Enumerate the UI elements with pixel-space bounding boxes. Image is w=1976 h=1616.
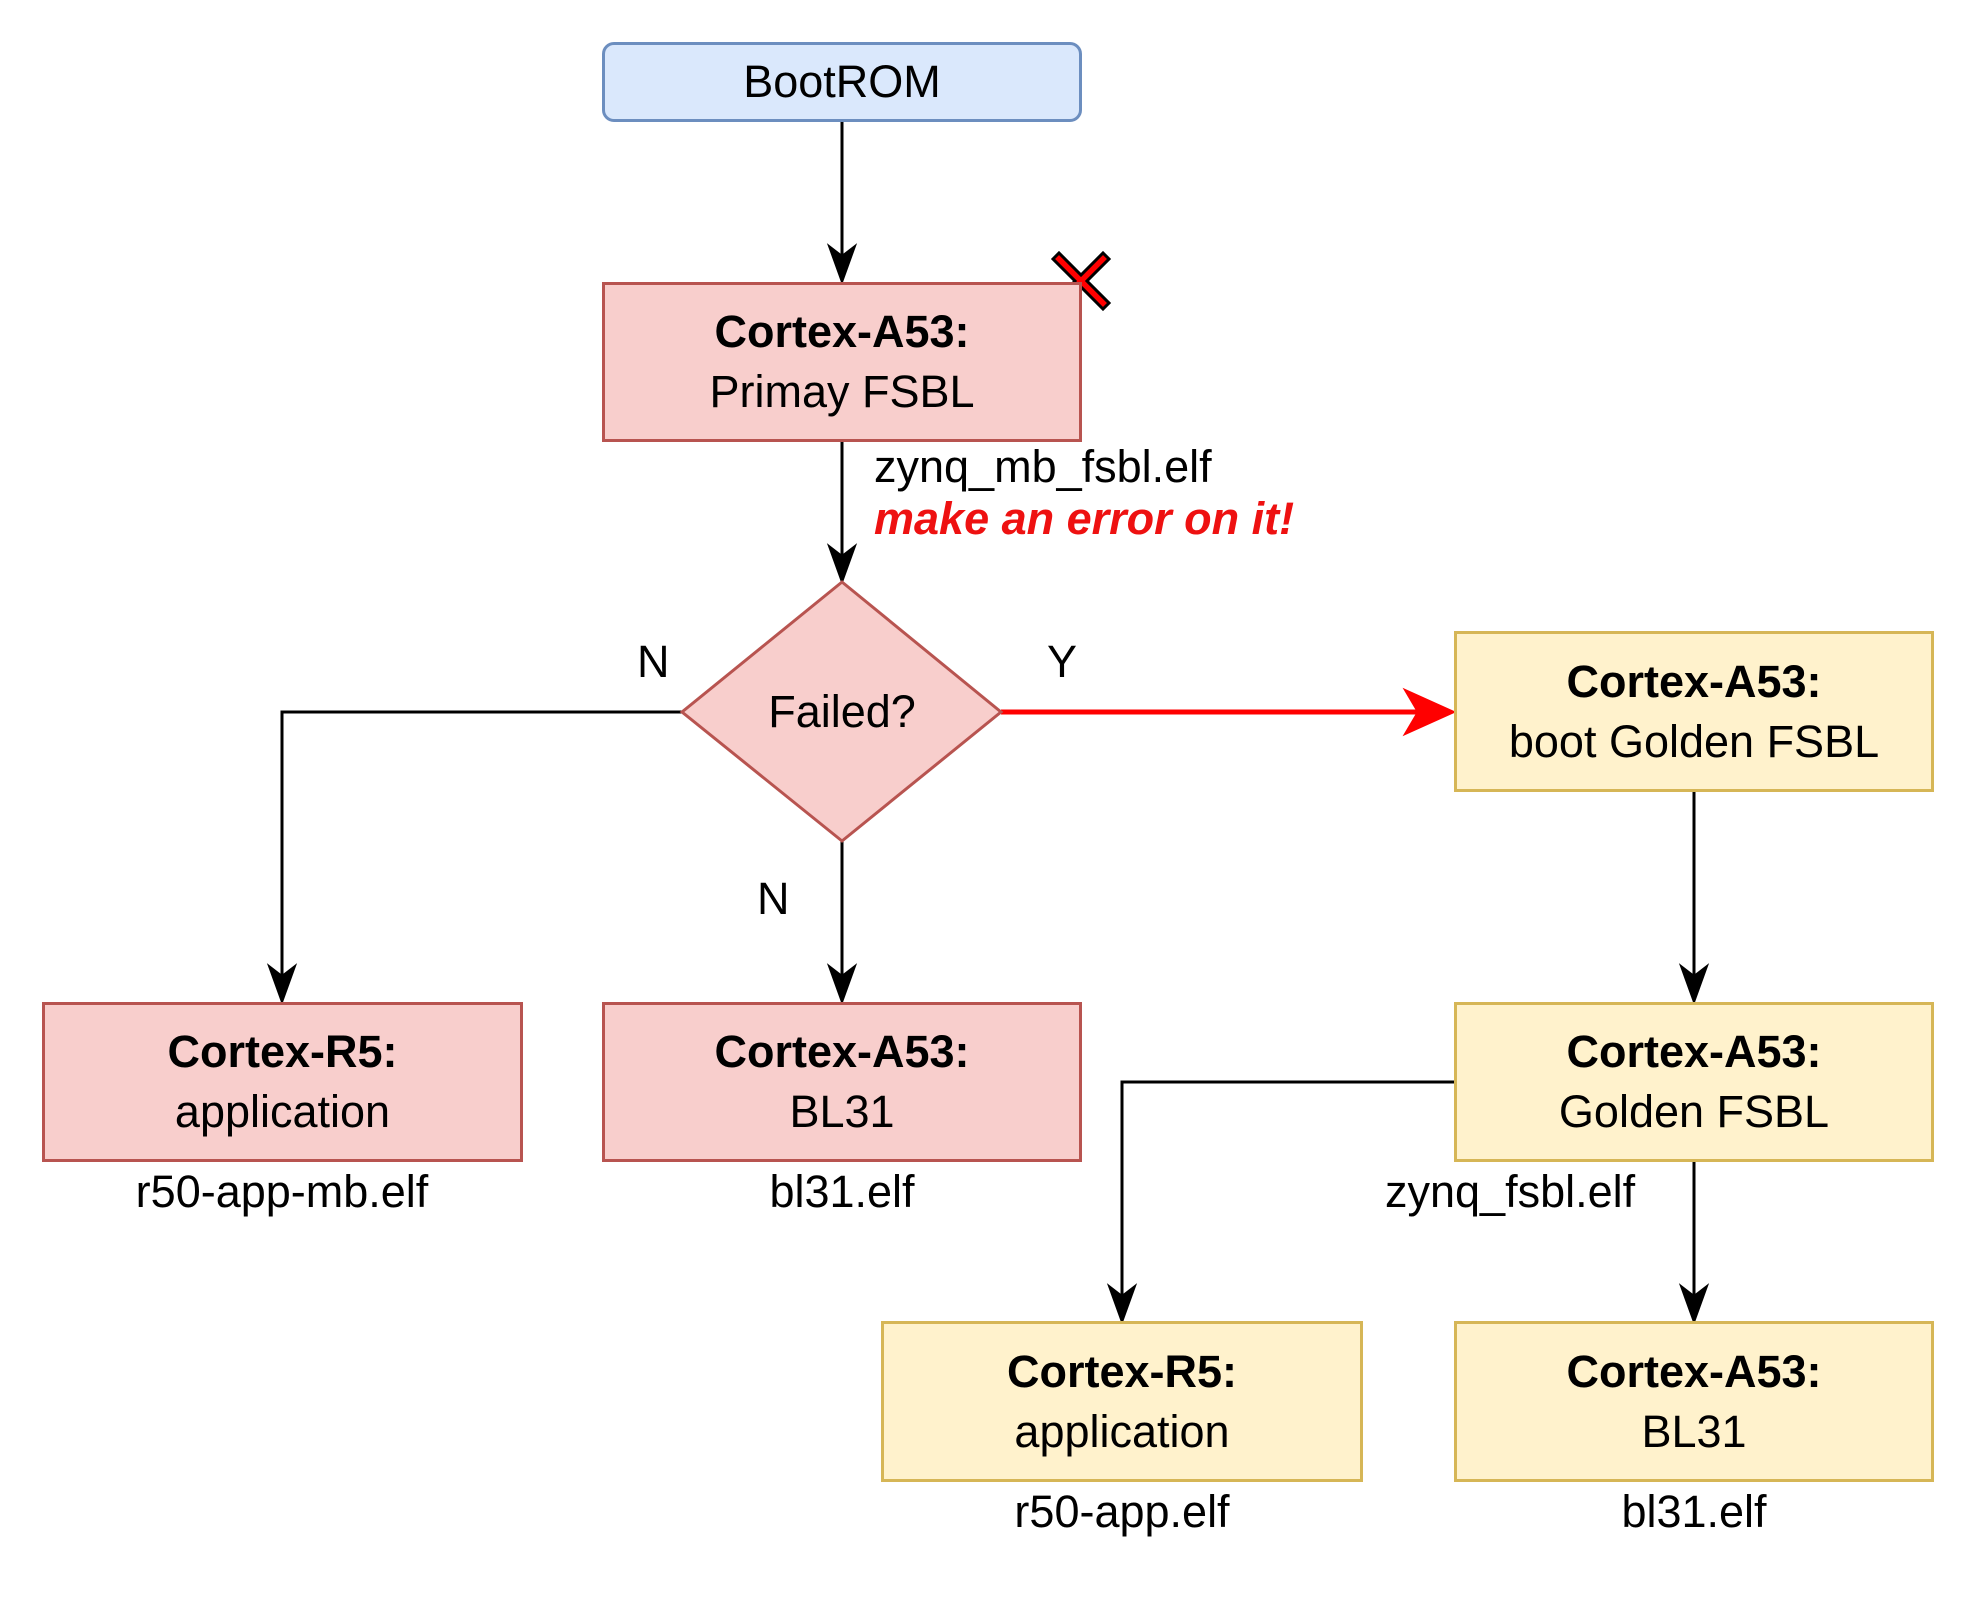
- node-golden-fsbl: Cortex-A53: Golden FSBL: [1454, 1002, 1934, 1162]
- node-bl31-golden-subtitle: BL31: [1641, 1405, 1747, 1457]
- r5-app-mb-file-label: r50-app-mb.elf: [135, 1166, 429, 1217]
- edge-golden-fsbl-to-r5-app: [1106, 1080, 1454, 1325]
- bl31-golden-file-label: bl31.elf: [1621, 1486, 1767, 1537]
- decision-diamond: [679, 580, 1004, 843]
- edge-label-yes-right: Y: [1047, 636, 1078, 687]
- edge-label-no-down: N: [757, 873, 790, 924]
- edge-bootrom-to-primary-fsbl: [826, 121, 858, 285]
- node-boot-golden-title: Cortex-A53:: [1566, 655, 1822, 707]
- node-boot-golden-fsbl: Cortex-A53: boot Golden FSBL: [1454, 631, 1934, 792]
- node-r5-app-golden-subtitle: application: [1014, 1405, 1230, 1457]
- node-r5-app-mb-subtitle: application: [174, 1086, 391, 1137]
- node-r5-app-golden: Cortex-R5: application: [881, 1321, 1363, 1482]
- edge-primary-fsbl-to-decision: [826, 441, 858, 585]
- node-r5-app-golden-title: Cortex-R5:: [1006, 1345, 1238, 1397]
- node-golden-fsbl-title: Cortex-A53:: [1566, 1026, 1822, 1077]
- node-bootrom-label: BootROM: [743, 56, 941, 107]
- node-bootrom: BootROM: [602, 42, 1082, 122]
- decision-label: Failed?: [768, 686, 916, 737]
- edge-golden-fsbl-to-bl31: [1678, 1161, 1710, 1325]
- node-bl31-primary-subtitle: BL31: [789, 1086, 895, 1137]
- node-r5-app-mb-title: Cortex-R5:: [167, 1026, 398, 1077]
- edge-decision-no-to-r5-app: [266, 710, 682, 1005]
- r5-app-golden-file-label: r50-app.elf: [1014, 1486, 1230, 1537]
- golden-fsbl-file-label: zynq_fsbl.elf: [1385, 1166, 1636, 1217]
- node-golden-fsbl-subtitle: Golden FSBL: [1558, 1086, 1830, 1137]
- node-bl31-primary: Cortex-A53: BL31: [602, 1002, 1082, 1162]
- node-primary-fsbl: Cortex-A53: Primay FSBL: [602, 282, 1082, 442]
- node-primary-fsbl-title: Cortex-A53:: [714, 306, 970, 357]
- node-r5-app-mb: Cortex-R5: application: [42, 1002, 523, 1162]
- node-boot-golden-subtitle: boot Golden FSBL: [1508, 715, 1880, 767]
- edge-boot-golden-to-golden-fsbl: [1678, 792, 1710, 1005]
- edge-decision-yes-to-boot-golden: [1001, 687, 1457, 737]
- node-bl31-primary-title: Cortex-A53:: [714, 1026, 970, 1077]
- edge-label-no-left: N: [637, 636, 670, 687]
- node-bl31-golden-title: Cortex-A53:: [1566, 1345, 1822, 1397]
- primary-fsbl-file-label: zynq_mb_fsbl.elf: [874, 441, 1212, 492]
- node-primary-fsbl-subtitle: Primay FSBL: [709, 366, 975, 417]
- primary-fsbl-error-note: make an error on it!: [874, 493, 1295, 544]
- bl31-primary-file-label: bl31.elf: [769, 1166, 915, 1217]
- node-bl31-golden: Cortex-A53: BL31: [1454, 1321, 1934, 1482]
- edge-decision-no-to-bl31: [826, 841, 858, 1005]
